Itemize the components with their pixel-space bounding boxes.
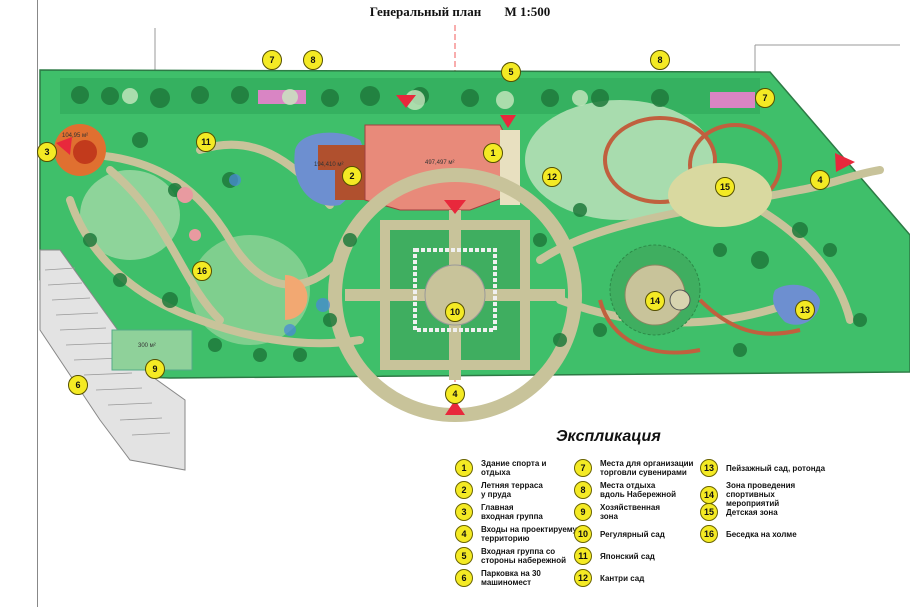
marker-3: 3 xyxy=(37,142,57,162)
legend-text: Японский сад xyxy=(600,551,655,561)
west-lawn xyxy=(80,170,180,260)
legend-text: Входная группа со стороны набережной xyxy=(481,547,567,565)
legend-number: 11 xyxy=(574,547,592,565)
summer-terrace xyxy=(318,145,365,200)
legend-number: 8 xyxy=(574,481,592,499)
legend-number: 1 xyxy=(455,459,473,477)
legend-item: 8 Места отдыха вдоль Набережной xyxy=(574,481,718,499)
legend-text: Летняя терраса у пруда xyxy=(481,481,543,499)
marker-5: 5 xyxy=(501,62,521,82)
plan-title-text: Генеральный план xyxy=(369,4,482,19)
legend-item: 5 Входная группа со стороны набережной xyxy=(455,547,599,565)
marker-6: 6 xyxy=(68,375,88,395)
marker-15: 15 xyxy=(715,177,735,197)
court-area-label: 300 м² xyxy=(138,343,156,349)
legend-item: 16 Беседка на холме xyxy=(700,525,844,543)
marker-9: 9 xyxy=(145,359,165,379)
marker-14: 14 xyxy=(645,291,665,311)
blue-conifers xyxy=(229,174,330,336)
legend-item: 9 Хозяйственная зона xyxy=(574,503,718,521)
marker-16: 16 xyxy=(192,261,212,281)
legend-number: 6 xyxy=(455,569,473,587)
sheet-frame-line xyxy=(37,0,38,607)
red-ring-paths xyxy=(598,116,801,355)
legend-item: 4 Входы на проектируемую территорию xyxy=(455,525,599,543)
legend-number: 16 xyxy=(700,525,718,543)
legend-text: Кантри сад xyxy=(600,573,645,583)
legend-text: Входы на проектируемую территорию xyxy=(481,525,584,543)
legend-text: Регулярный сад xyxy=(600,529,665,539)
legend-text: Места отдыха вдоль Набережной xyxy=(600,481,677,499)
legend-number: 15 xyxy=(700,503,718,521)
terrace-area-label: 194,410 м² xyxy=(314,162,344,168)
building-area-label: 497,497 м² xyxy=(425,160,455,166)
marker-8-west: 8 xyxy=(303,50,323,70)
country-garden-lawn xyxy=(525,100,715,220)
legend-number: 3 xyxy=(455,503,473,521)
legend-text: Главная входная группа xyxy=(481,503,543,521)
legend-text: Парковка на 30 машиномест xyxy=(481,569,541,587)
legend-item: 15 Детская зона xyxy=(700,503,844,521)
legend-text: Детская зона xyxy=(726,507,778,517)
marker-7-east: 7 xyxy=(755,88,775,108)
legend-item: 14 Зона проведения спортивных мероприяти… xyxy=(700,481,844,508)
legend-number: 7 xyxy=(574,459,592,477)
legend-title: Экспликация xyxy=(556,428,661,445)
legend-item: 10 Регулярный сад xyxy=(574,525,718,543)
legend-item: 6 Парковка на 30 машиномест xyxy=(455,569,599,587)
legend-number: 4 xyxy=(455,525,473,543)
legend-number: 9 xyxy=(574,503,592,521)
sports-arena xyxy=(609,244,701,336)
souvenir-kiosk-east xyxy=(710,92,755,108)
legend-text: Здание спорта и отдыха xyxy=(481,459,547,477)
legend-number: 5 xyxy=(455,547,473,565)
legend-item: 3 Главная входная группа xyxy=(455,503,599,521)
legend-number: 2 xyxy=(455,481,473,499)
marker-2: 2 xyxy=(342,166,362,186)
marker-4-south: 4 xyxy=(445,384,465,404)
legend-text: Хозяйственная зона xyxy=(600,503,660,521)
marker-11: 11 xyxy=(196,132,216,152)
plan-title: Генеральный план М 1:500 xyxy=(330,4,590,20)
legend-text: Беседка на холме xyxy=(726,529,797,539)
legend-item: 2 Летняя терраса у пруда xyxy=(455,481,599,499)
marker-7-west: 7 xyxy=(262,50,282,70)
legend-number: 12 xyxy=(574,569,592,587)
main-entrance-center xyxy=(73,140,97,164)
pavilion-area-label: 104,95 м² xyxy=(62,133,89,139)
hill-gazebo xyxy=(285,275,308,320)
marker-4-east: 4 xyxy=(810,170,830,190)
legend-item: 13 Пейзажный сад, ротонда xyxy=(700,459,844,477)
legend-item: 7 Места для организации торговли сувенир… xyxy=(574,459,718,477)
legend-text: Зона проведения спортивных мероприятий xyxy=(726,481,796,508)
flowering-trees xyxy=(177,187,201,241)
plan-scale: М 1:500 xyxy=(504,4,551,19)
legend-item: 12 Кантри сад xyxy=(574,569,718,587)
legend-item: 1 Здание спорта и отдыха xyxy=(455,459,599,477)
legend-number: 10 xyxy=(574,525,592,543)
regular-garden xyxy=(328,168,582,422)
legend-number: 13 xyxy=(700,459,718,477)
marker-10: 10 xyxy=(445,302,465,322)
parking-stalls xyxy=(44,267,171,436)
legend-number: 14 xyxy=(700,485,718,504)
entrance-arrows xyxy=(56,95,855,415)
legend-item: 11 Японский сад xyxy=(574,547,718,565)
trees xyxy=(71,86,867,362)
marker-8-east: 8 xyxy=(650,50,670,70)
legend-text: Места для организации торговли сувенирам… xyxy=(600,459,694,477)
marker-1: 1 xyxy=(483,143,503,163)
legend-text: Пейзажный сад, ротонда xyxy=(726,463,826,473)
marker-13: 13 xyxy=(795,300,815,320)
marker-12: 12 xyxy=(542,167,562,187)
